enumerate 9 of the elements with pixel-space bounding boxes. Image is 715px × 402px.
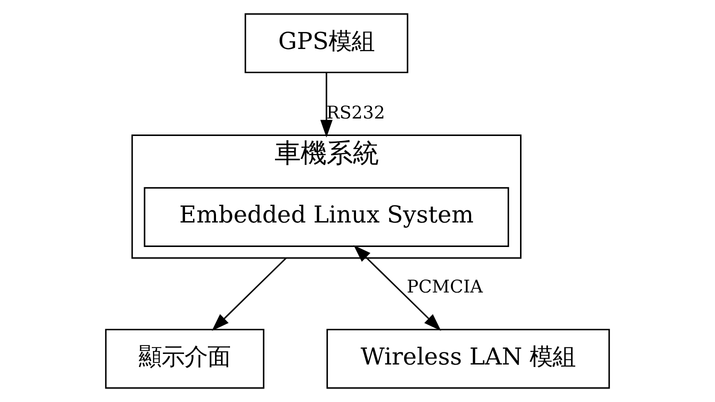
node-box: 顯示介面 bbox=[105, 328, 264, 389]
node-box: Embedded Linux System bbox=[144, 187, 510, 248]
node-box: GPS模組 bbox=[244, 13, 408, 74]
arrow bbox=[354, 245, 442, 331]
node-box: Wireless LAN 模組 bbox=[326, 328, 610, 389]
arrow bbox=[212, 257, 287, 331]
arrow bbox=[320, 72, 333, 138]
edge-label: RS232 bbox=[326, 104, 385, 124]
edge-label: PCMCIA bbox=[406, 277, 483, 298]
